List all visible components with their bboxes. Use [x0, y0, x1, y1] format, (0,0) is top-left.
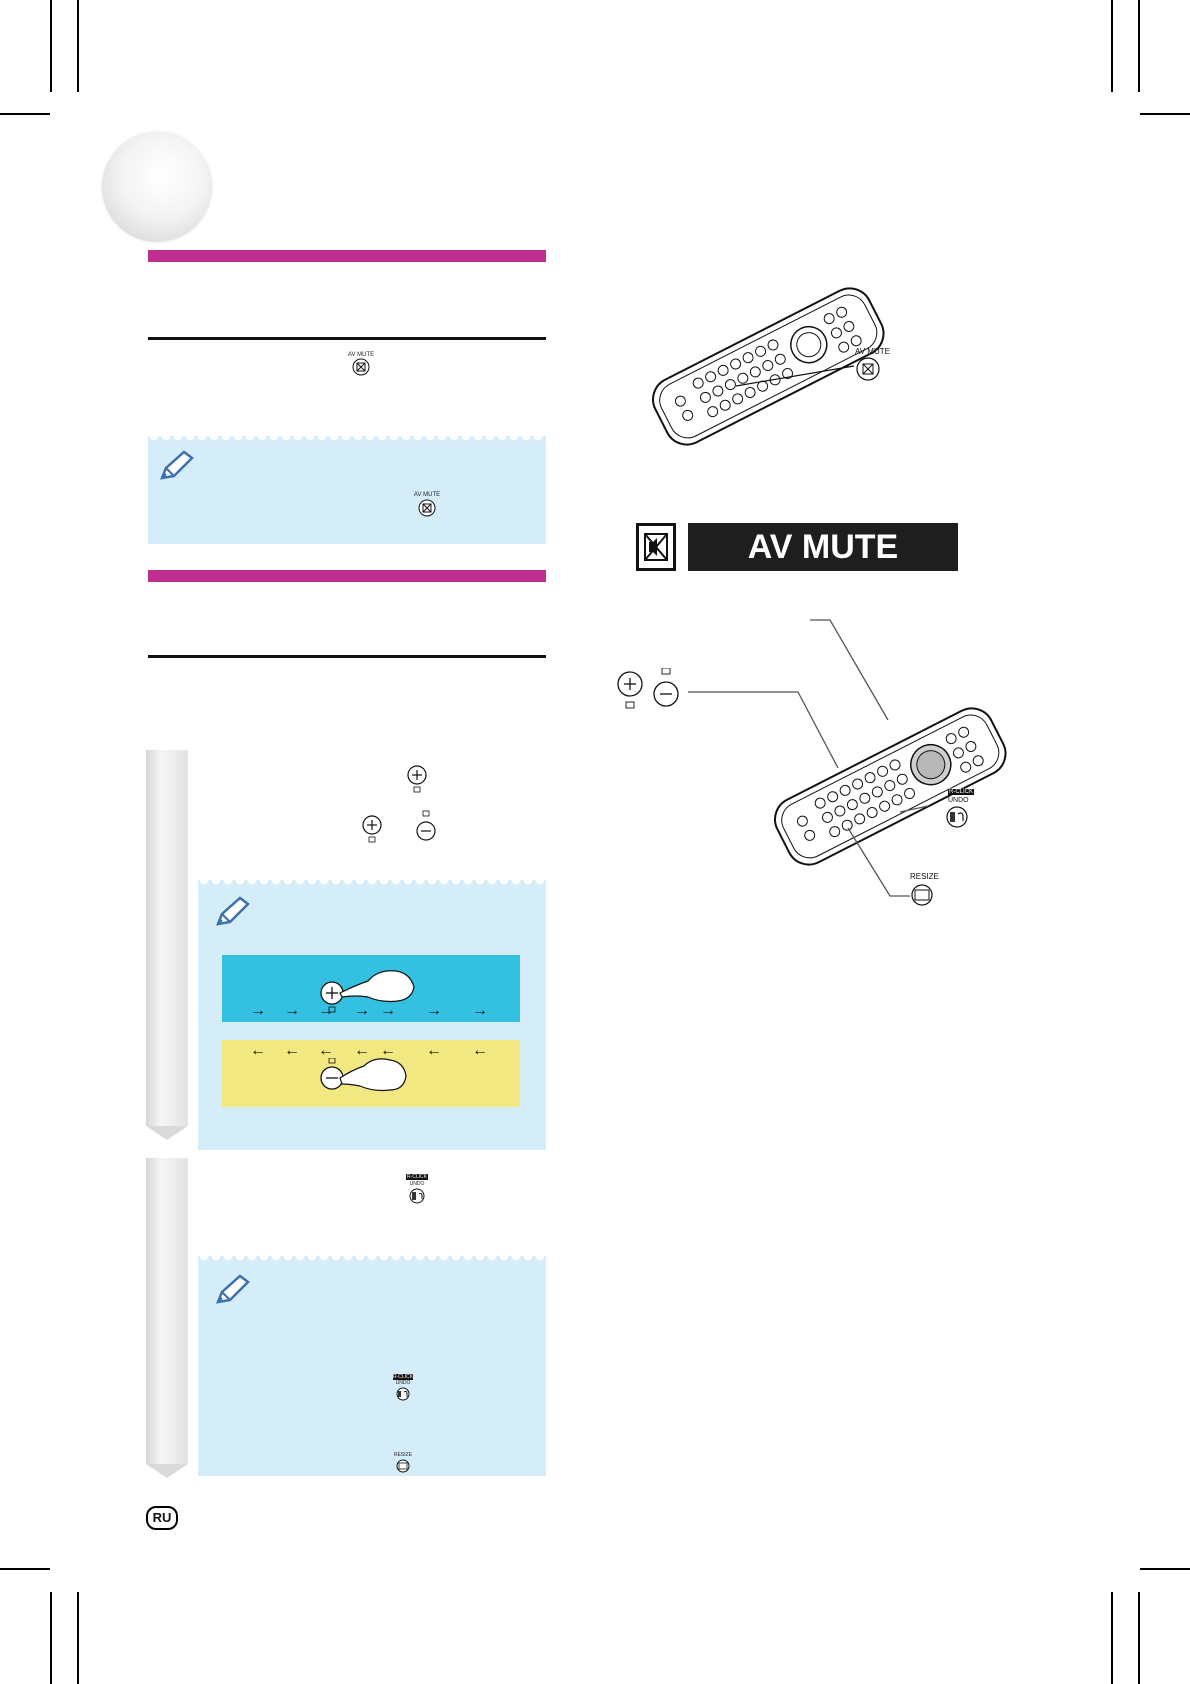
resize-callout-label: RESIZE	[910, 872, 939, 881]
note-box: R-CLICK UNDO RESIZE	[198, 1256, 546, 1476]
arrow-right-icon: →	[426, 1002, 442, 1019]
arrow-left-icon: ←	[250, 1042, 266, 1059]
arrow-right-icon: →	[354, 1002, 370, 1019]
av-mute-label: AV MUTE	[347, 352, 375, 358]
crop-mark	[50, 0, 52, 92]
arrow-left-icon: ←	[354, 1042, 370, 1059]
rclick-undo-icon	[409, 1188, 425, 1204]
arrow-right-icon: →	[380, 1002, 396, 1019]
rclick-label: R-CLICK	[405, 1174, 429, 1180]
resize-button-glyph: RESIZE	[392, 1452, 414, 1474]
section-header-bar	[148, 250, 546, 262]
rclick-undo-button-glyph: R-CLICK UNDO	[405, 1174, 429, 1204]
section-header-bar	[148, 570, 546, 582]
arrow-left-icon: ←	[380, 1042, 396, 1059]
crop-mark	[1138, 0, 1140, 92]
undo-callout-label: UNDO	[948, 797, 969, 804]
av-mute-button-glyph: AV MUTE	[413, 492, 441, 518]
av-mute-banner-label: AV MUTE	[688, 523, 958, 571]
arrow-right-icon: →	[284, 1002, 300, 1019]
zoom-plus-button-glyph	[407, 765, 427, 793]
crop-mark	[50, 1592, 52, 1684]
zoom-plus-button-glyph	[617, 671, 643, 709]
arrow-right-icon: →	[318, 1002, 334, 1019]
crop-mark	[0, 1568, 50, 1570]
av-mute-screen-banner: AV MUTE	[636, 523, 958, 571]
rclick-callout-label: R-CLICK	[948, 789, 975, 795]
arrow-right-icon: →	[472, 1002, 488, 1019]
crop-mark	[1111, 0, 1113, 92]
chapter-circle	[102, 132, 212, 242]
arrow-left-icon: ←	[472, 1042, 488, 1059]
resize-icon	[396, 1459, 410, 1473]
undo-label: UNDO	[395, 1380, 411, 1386]
step-bar	[146, 1158, 188, 1478]
arrow-right-icon: →	[250, 1002, 266, 1019]
av-mute-button-glyph: AV MUTE	[347, 352, 375, 376]
language-badge: RU	[146, 1506, 178, 1530]
step-bar	[146, 750, 188, 1140]
av-mute-callout-label: AV MUTE	[855, 347, 890, 356]
zoom-out-diagram: ← ← ← ← ← ← ←	[222, 1040, 520, 1107]
crop-mark	[1140, 113, 1190, 115]
crop-mark	[1140, 1568, 1190, 1570]
zoom-plus-button-glyph	[362, 815, 382, 843]
crop-mark	[1138, 1592, 1140, 1684]
crop-mark	[77, 1592, 79, 1684]
av-mute-icon	[352, 358, 370, 376]
pencil-note-icon	[216, 896, 250, 926]
rclick-label: R-CLICK	[392, 1374, 414, 1380]
rclick-undo-icon	[396, 1387, 410, 1401]
av-mute-banner-icon	[636, 523, 676, 571]
pencil-note-icon	[216, 1274, 250, 1304]
zoom-minus-button-glyph	[653, 668, 679, 707]
hand-pressing-plus-icon	[320, 970, 415, 1013]
hand-pressing-minus-icon	[320, 1058, 407, 1092]
arrow-left-icon: ←	[318, 1042, 334, 1059]
note-box: AV MUTE	[148, 436, 546, 544]
zoom-in-diagram: → → → → → → →	[222, 955, 520, 1022]
av-mute-label: AV MUTE	[413, 492, 441, 498]
resize-label: RESIZE	[393, 1452, 413, 1458]
zoom-minus-button-glyph	[416, 810, 436, 841]
crop-mark	[1111, 1592, 1113, 1684]
section-rule	[148, 655, 546, 658]
section-rule	[148, 337, 546, 340]
pencil-note-icon	[160, 450, 194, 480]
undo-label: UNDO	[409, 1181, 425, 1187]
rclick-undo-button-glyph: R-CLICK UNDO	[392, 1374, 414, 1404]
av-mute-icon	[856, 357, 880, 381]
crop-mark	[77, 0, 79, 92]
resize-icon	[911, 884, 933, 906]
remote-control-illustration	[774, 707, 1007, 866]
av-mute-icon	[418, 499, 436, 517]
rclick-undo-icon	[946, 806, 968, 828]
arrow-left-icon: ←	[426, 1042, 442, 1059]
crop-mark	[0, 113, 50, 115]
remote-control-illustration	[652, 287, 885, 446]
arrow-left-icon: ←	[284, 1042, 300, 1059]
